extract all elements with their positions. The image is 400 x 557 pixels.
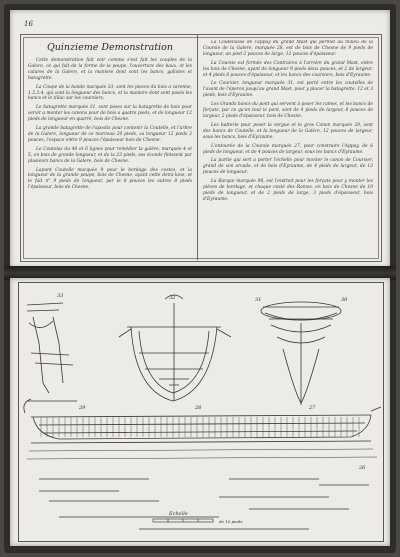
right-text-column: La Coutellasse de l'appuy du grand Mast …: [203, 40, 373, 256]
paragraph: L'entourée de la Coursie marquée 27, pou…: [203, 143, 373, 155]
paragraph: Les batterie pour poser la vergue et le …: [203, 122, 373, 140]
paragraph: La Coursie est formée des Contraires à l…: [203, 60, 373, 78]
scale-subtitle: de 10 pieds: [219, 519, 242, 524]
paragraph: La grande batagrette de l'apostis pour c…: [28, 126, 192, 143]
open-book: 16 Quinzieme Demonstration Cette demonst…: [4, 4, 396, 553]
plate-number: 27: [308, 405, 316, 411]
paragraph: La partie qui sert a porter l'échelle po…: [203, 158, 373, 176]
paragraph: Le batagrette marquée 31, sont poses sur…: [28, 105, 192, 123]
book-gutter: [4, 266, 396, 280]
paragraph: Le Coursier, longueur marquée 31, est po…: [203, 81, 373, 99]
scale-label: Echelle: [168, 511, 188, 517]
plate-number: 30: [341, 297, 348, 303]
plate-page: 33 32 31 30 29 28 27 26: [10, 278, 390, 546]
timber-pieces-drawing: [39, 478, 369, 530]
page-number: 16: [24, 20, 33, 28]
paragraph: Les Grands bancs du pont qui servent à p…: [203, 102, 373, 119]
stern-section-drawing: [260, 301, 342, 405]
plate-number: 33: [57, 293, 63, 299]
paragraph: La Barque marquée 98, est l'endroit pour…: [203, 179, 373, 202]
text-frame: [20, 34, 382, 262]
demonstration-heading: Quinzieme Demonstration: [46, 42, 174, 53]
paragraph: Lapunt Coutelle marquée 9 pour le bordag…: [28, 167, 192, 191]
frame-pieces-drawing: [26, 302, 77, 402]
plate-number: 29: [78, 405, 86, 411]
plate-number: 32: [169, 295, 175, 301]
hull-cross-section-drawing: [118, 294, 232, 402]
plate-labels: 33 32 31 30 29 28 27 26: [57, 293, 366, 471]
text-page: 16 Quinzieme Demonstration Cette demonst…: [10, 10, 390, 268]
galley-engraving: 33 32 31 30 29 28 27 26: [23, 293, 382, 530]
paragraph: La Coutellasse de l'appuy du grand Mast …: [203, 40, 373, 57]
paragraph: Cette demonstration fait voir comme s'es…: [28, 58, 192, 81]
left-text-column: Quinzieme Demonstration Cette demonstrat…: [28, 40, 192, 256]
plate-number: 31: [255, 297, 261, 303]
engraving-plate: 33 32 31 30 29 28 27 26: [18, 282, 384, 542]
plate-number: 26: [358, 465, 366, 471]
paragraph: La Coupe de la bande marquée 33, sont le…: [28, 84, 192, 102]
galley-hull-profile-drawing: [23, 398, 382, 460]
scale-bar: [152, 518, 214, 523]
plate-number: 28: [194, 405, 201, 411]
column-divider: [197, 34, 198, 260]
paragraph: Le Coutelas du 40 et 6 lignes pour reméd…: [28, 146, 192, 164]
